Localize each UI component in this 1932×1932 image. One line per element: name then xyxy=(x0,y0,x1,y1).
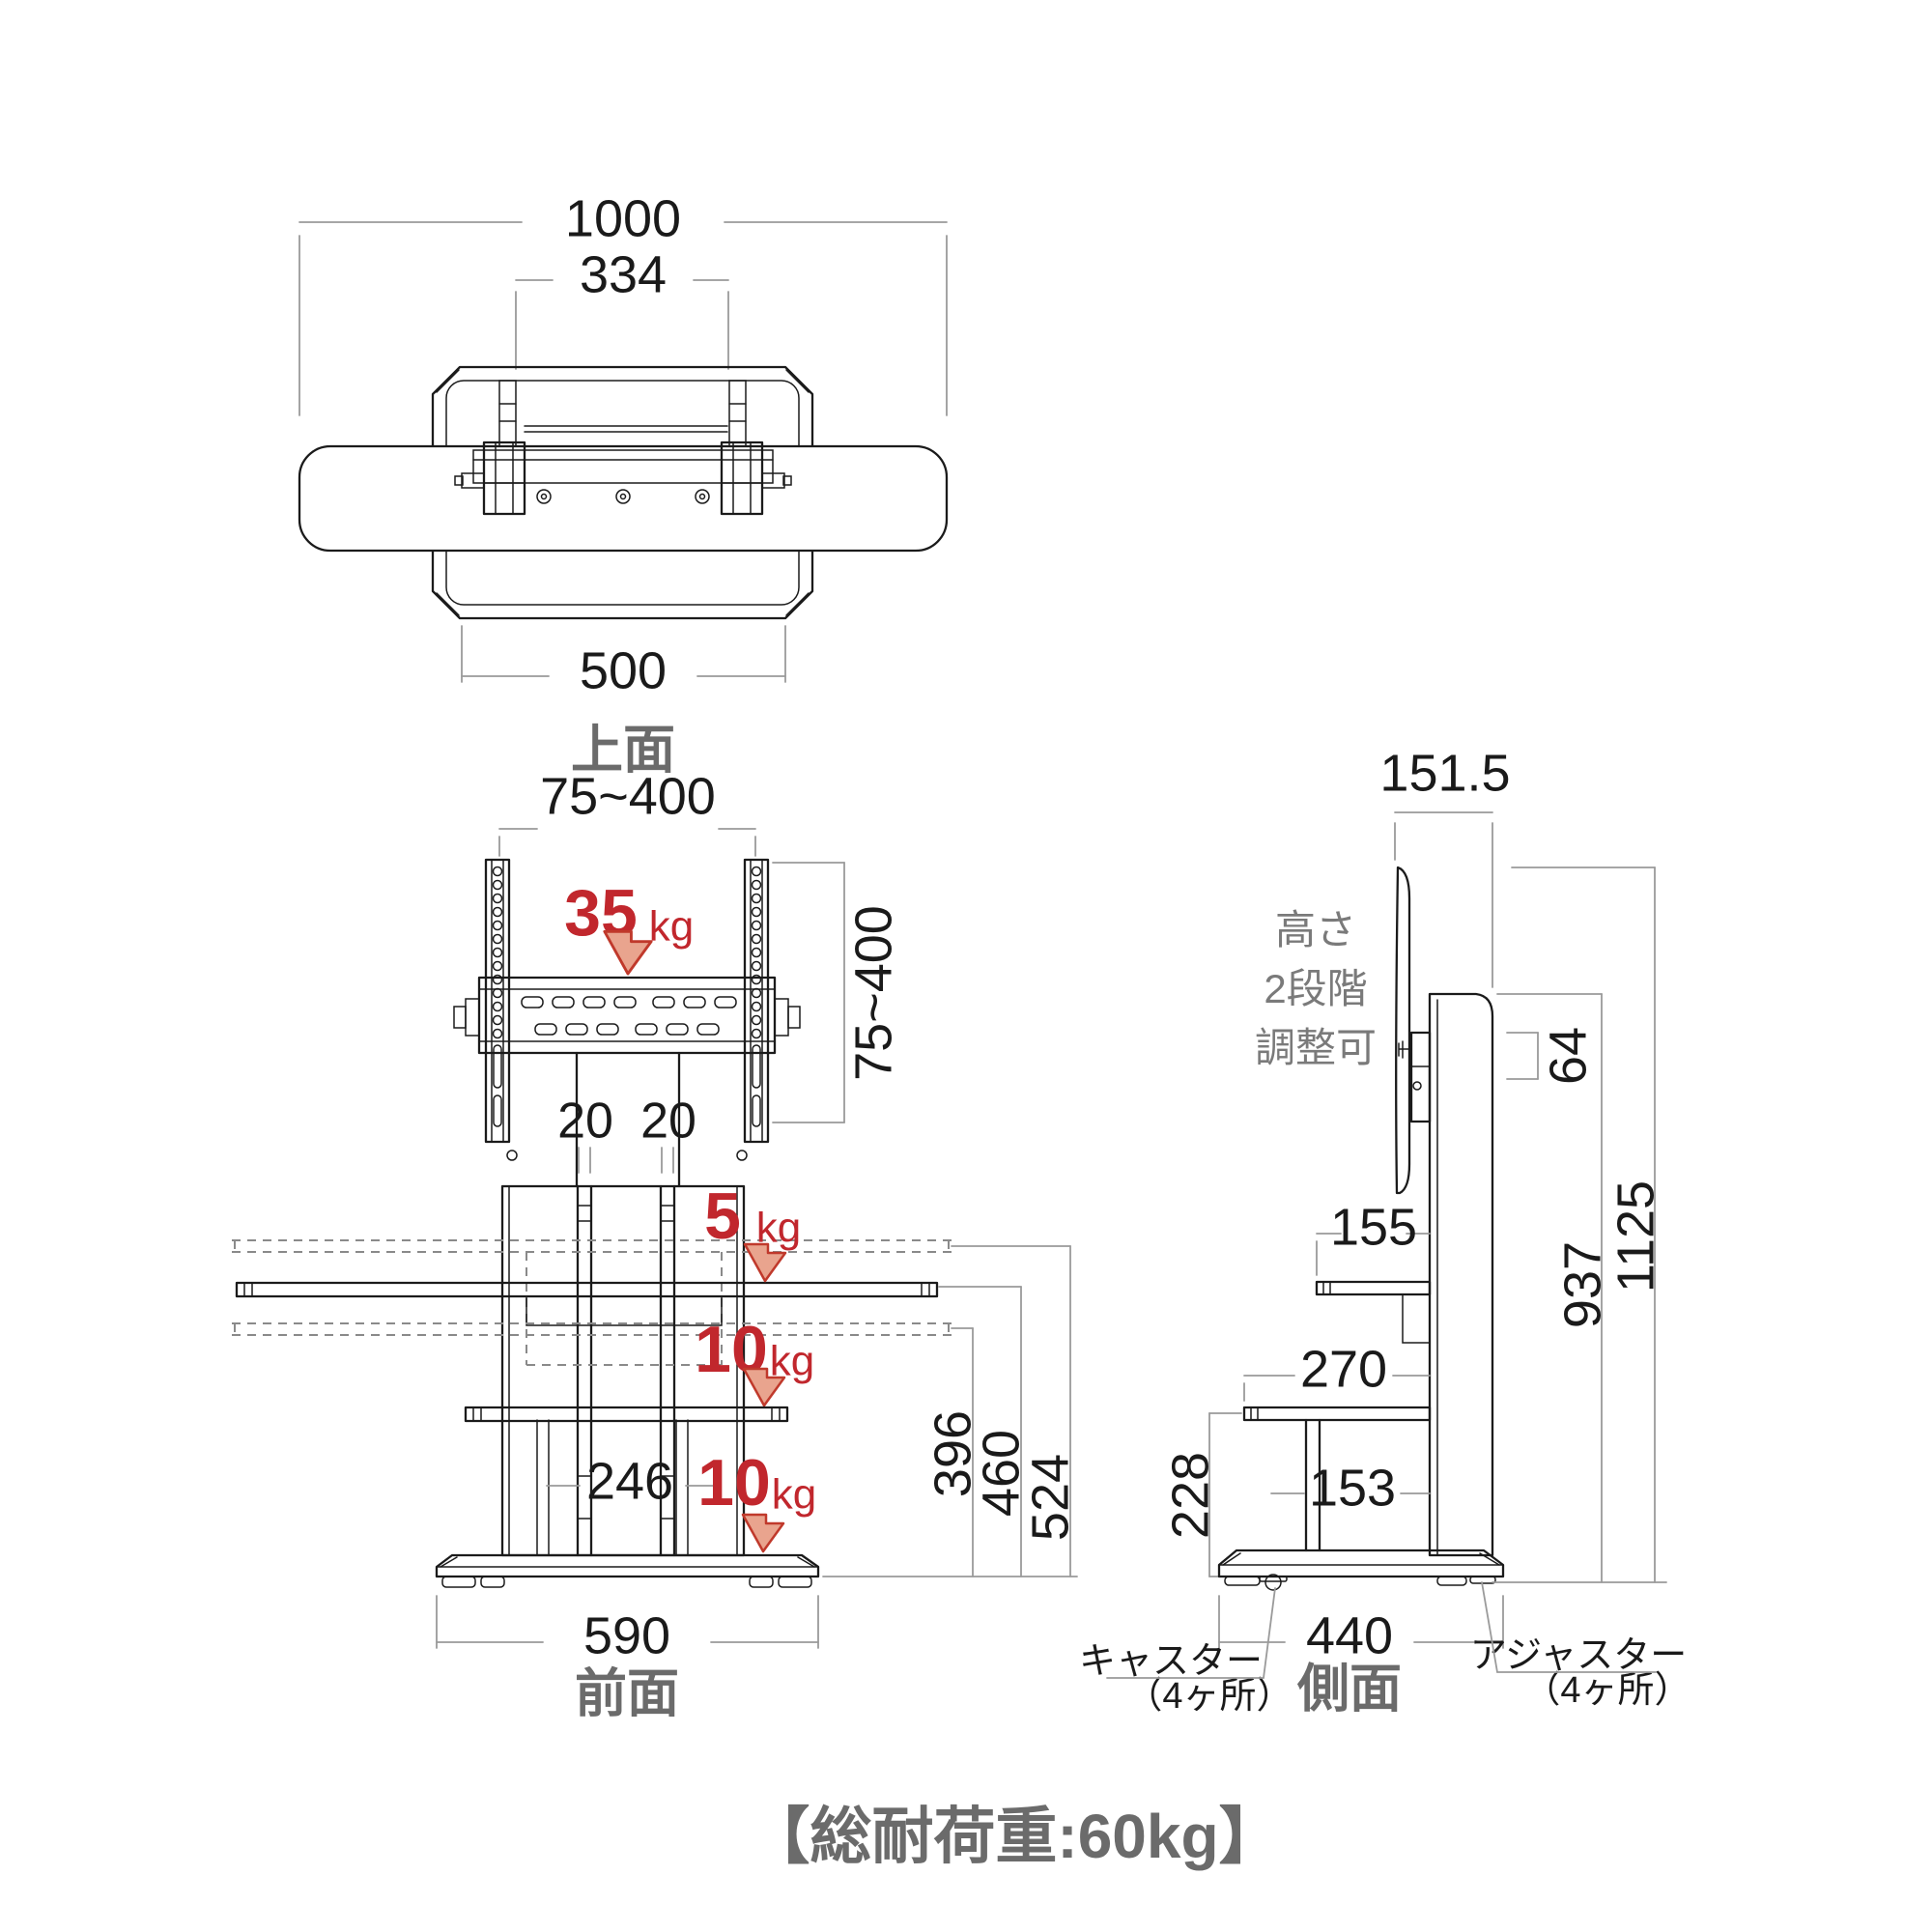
front-mount-plate xyxy=(453,976,801,1055)
side-dim-228: 228 xyxy=(1161,1412,1242,1577)
front-shelf-upper xyxy=(235,1281,939,1326)
front-view: 75~400 xyxy=(232,767,1079,1722)
front-load-tv: 35 kg xyxy=(564,876,694,976)
side-dim-440: 440 xyxy=(1218,1595,1504,1664)
front-dim-524: 524 xyxy=(1021,1454,1079,1541)
side-dim-total-height: 1125 xyxy=(1606,1180,1664,1293)
side-note-height-adjustable: 高さ 2段階 調整可 xyxy=(1255,907,1377,1070)
side-dim-151-5: 151.5 xyxy=(1379,744,1511,988)
side-support-leg xyxy=(1304,1418,1321,1552)
adjuster-label: アジャスター xyxy=(1470,1635,1688,1676)
front-view-label: 前面 xyxy=(575,1664,679,1722)
front-dim-gaps: 20 20 xyxy=(557,1094,696,1174)
side-dim-column-height: 937 xyxy=(1553,1241,1611,1328)
front-base-feet xyxy=(441,1576,812,1588)
top-dim-334: 334 xyxy=(515,245,729,370)
top-dim-base-width: 500 xyxy=(580,641,667,699)
side-note-line2: 2段階 xyxy=(1264,966,1367,1011)
side-dim-base-height: 228 xyxy=(1161,1452,1219,1539)
top-screws xyxy=(536,489,710,504)
top-mount-crossbar xyxy=(454,440,792,516)
front-dim-base-width: 590 xyxy=(583,1606,670,1664)
front-dashed-bracket xyxy=(526,1252,723,1366)
front-dim-vesa-h: 75~400 xyxy=(540,767,716,825)
front-load-shelf1: 5 kg xyxy=(704,1179,801,1283)
front-dim-gap-right: 20 xyxy=(640,1094,696,1150)
side-dim-64: 64 xyxy=(1506,1027,1597,1085)
side-dim-support-gap: 153 xyxy=(1309,1459,1396,1517)
side-note-line3: 調整可 xyxy=(1255,1025,1377,1070)
load-arrow-tv xyxy=(603,929,653,976)
front-dim-vesa-horizontal: 75~400 xyxy=(498,767,756,857)
load-base-value: 10 xyxy=(697,1446,771,1520)
front-height-dims: 396 460 524 xyxy=(822,1245,1079,1577)
side-caster-wheel xyxy=(1224,1574,1288,1591)
front-dashed-shelf-lower xyxy=(232,1322,952,1336)
top-dim-bracket-width: 334 xyxy=(580,245,667,303)
side-dim-shelf2-depth: 270 xyxy=(1300,1340,1387,1398)
rail-holes-right xyxy=(751,866,762,1127)
side-adjuster-foot xyxy=(1436,1576,1496,1586)
caster-label: キャスター xyxy=(1079,1641,1263,1682)
front-main-column xyxy=(500,1184,746,1557)
front-load-shelf2: 10 kg xyxy=(695,1313,814,1407)
front-neck-column xyxy=(506,1051,748,1188)
side-tv-profile xyxy=(1395,866,1411,1195)
front-vesa-rail-left xyxy=(484,858,511,1144)
front-dim-396: 396 xyxy=(923,1410,981,1497)
front-dim-460: 460 xyxy=(972,1430,1030,1517)
caster-count: （4ヶ所） xyxy=(1125,1676,1293,1717)
side-column xyxy=(1428,992,1494,1557)
rail-holes-left xyxy=(492,866,503,1127)
plate-slots-row1 xyxy=(521,996,737,1009)
load-tv-unit: kg xyxy=(649,903,694,951)
front-dim-590: 590 xyxy=(436,1595,819,1664)
front-dim-246: 246 xyxy=(546,1452,714,1510)
side-dim-155: 155 xyxy=(1316,1198,1431,1276)
total-load-caption: 【総耐荷重:60kg】 xyxy=(748,1802,1280,1871)
side-dim-153: 153 xyxy=(1270,1459,1431,1517)
side-caster-label: キャスター （4ヶ所） xyxy=(1079,1587,1293,1717)
top-view-label: 上面 xyxy=(571,721,675,779)
front-shelf-lower xyxy=(464,1406,789,1423)
top-view: 1000 334 xyxy=(298,189,949,779)
load-shelf1-value: 5 xyxy=(704,1179,741,1253)
top-dim-1000: 1000 xyxy=(298,189,948,416)
side-view: 151.5 高さ 2段階 調整可 xyxy=(1079,744,1691,1718)
side-dim-shelf1-depth: 155 xyxy=(1330,1198,1417,1256)
front-dashed-shelf-upper xyxy=(232,1239,952,1253)
side-shelf-lower xyxy=(1242,1406,1432,1422)
side-dim-depth-top: 151.5 xyxy=(1379,744,1510,802)
front-dim-vesa-v: 75~400 xyxy=(844,905,902,1081)
top-dim-500: 500 xyxy=(461,625,786,699)
adjuster-count: （4ヶ所） xyxy=(1523,1670,1690,1711)
front-load-base: 10 kg xyxy=(697,1446,816,1553)
plate-slots-row2 xyxy=(534,1023,720,1036)
front-vesa-rail-right xyxy=(743,858,770,1144)
load-base-unit: kg xyxy=(772,1471,816,1519)
side-note-line1: 高さ xyxy=(1275,907,1356,952)
load-arrow-base xyxy=(741,1513,785,1553)
top-dim-overall-width: 1000 xyxy=(565,189,681,247)
top-clamp-right xyxy=(720,440,792,516)
front-dim-column-width: 246 xyxy=(586,1452,673,1510)
front-base xyxy=(435,1553,820,1588)
side-dim-base-depth: 440 xyxy=(1306,1606,1393,1664)
front-dim-vesa-vertical: 75~400 xyxy=(772,862,902,1123)
side-base xyxy=(1217,1548,1505,1591)
side-dim-bracket-drop: 64 xyxy=(1539,1027,1597,1085)
load-arrow-shelf2 xyxy=(742,1367,786,1407)
side-shelf-upper xyxy=(1315,1280,1432,1344)
side-view-label: 側面 xyxy=(1296,1660,1402,1718)
side-adjuster-label: アジャスター （4ヶ所） xyxy=(1470,1581,1691,1711)
top-clamp-left xyxy=(454,440,526,516)
side-height-dims: 937 1125 xyxy=(1492,867,1667,1583)
top-column-posts xyxy=(498,380,747,455)
side-mount-bracket xyxy=(1398,1031,1432,1123)
top-shelf-edge xyxy=(524,425,728,433)
side-dim-270: 270 xyxy=(1243,1340,1431,1402)
load-arrow-shelf1 xyxy=(743,1242,787,1283)
front-dim-gap-left: 20 xyxy=(557,1094,613,1150)
